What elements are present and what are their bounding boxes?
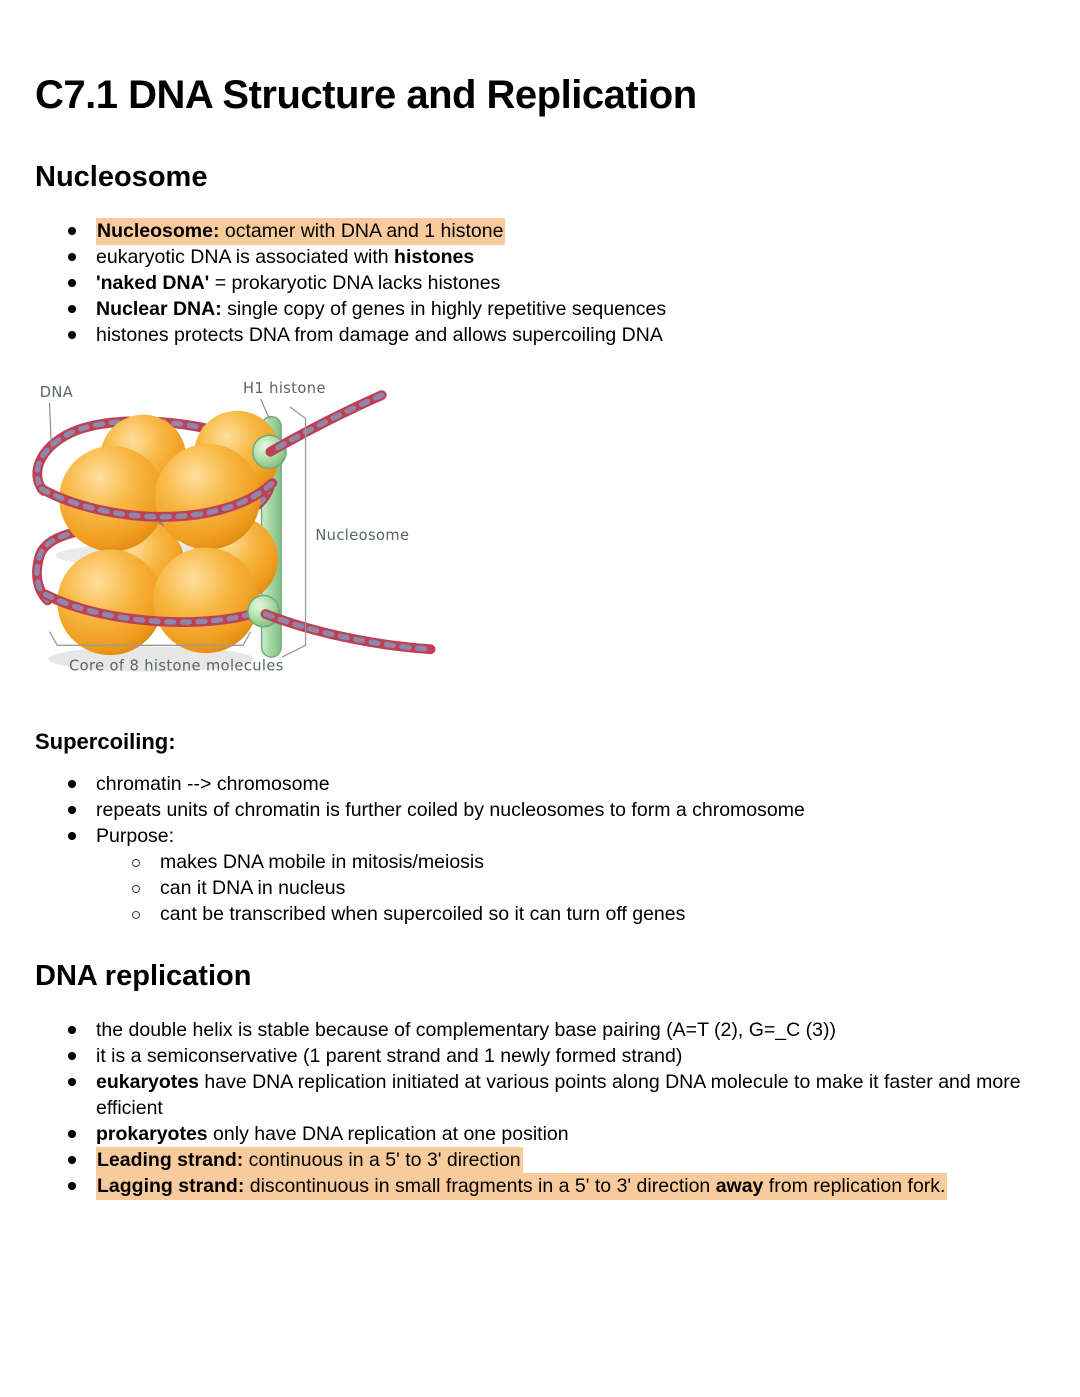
sub-list-item: makes DNA mobile in mitosis/meiosis — [132, 849, 1040, 875]
bullet-text: cant be transcribed when supercoiled so … — [160, 903, 686, 925]
list-item: it is a semiconservative (1 parent stran… — [68, 1043, 1040, 1069]
nucleosome-bullet-list: Nucleosome: octamer with DNA and 1 histo… — [35, 218, 1040, 348]
histone-sphere — [153, 547, 259, 654]
dna-leader-line — [48, 402, 53, 450]
dna-replication-bullet-list: the double helix is stable because of co… — [35, 1017, 1040, 1200]
bullet-text-bold: Nuclear DNA: — [96, 298, 222, 320]
bullet-text: have DNA replication initiated at variou… — [96, 1071, 1021, 1119]
list-item: Nuclear DNA: single copy of genes in hig… — [68, 296, 1040, 322]
diagram-label-h1-histone: H1 histone — [243, 380, 326, 397]
highlighted-text: Leading strand: continuous in a 5' to 3'… — [96, 1147, 523, 1174]
bullet-text: repeats units of chromatin is further co… — [96, 799, 805, 821]
list-item: histones protects DNA from damage and al… — [68, 322, 1040, 348]
highlighted-text: Lagging strand: discontinuous in small f… — [96, 1173, 948, 1200]
heading-dna-replication: DNA replication — [35, 960, 252, 992]
document-page: C7.1 DNA Structure and Replication Nucle… — [28, 73, 1040, 1200]
purpose-sublist: makes DNA mobile in mitosis/meiosis can … — [96, 849, 1040, 927]
bullet-text-bold: away — [715, 1175, 764, 1197]
bullet-text: only have DNA replication at one positio… — [207, 1123, 569, 1145]
list-item: Lagging strand: discontinuous in small f… — [68, 1173, 1040, 1200]
bullet-text: from replication fork. — [763, 1175, 946, 1197]
heading-nucleosome: Nucleosome — [35, 161, 208, 193]
bullet-text-bold: Lagging strand: — [97, 1175, 245, 1197]
bullet-text: the double helix is stable because of co… — [96, 1019, 836, 1041]
bullet-text: makes DNA mobile in mitosis/meiosis — [160, 851, 485, 873]
heading-supercoiling: Supercoiling: — [35, 729, 176, 754]
bullet-text-bold: prokaryotes — [96, 1123, 208, 1145]
list-item: prokaryotes only have DNA replication at… — [68, 1121, 1040, 1147]
histone-sphere — [57, 549, 163, 656]
supercoiling-bullet-list: chromatin --> chromosome repeats units o… — [35, 771, 1040, 927]
bullet-text: discontinuous in small fragments in a 5'… — [244, 1175, 716, 1197]
bullet-text: Purpose: — [96, 825, 175, 847]
bullet-text: single copy of genes in highly repetitiv… — [221, 298, 667, 320]
list-item: chromatin --> chromosome — [68, 771, 1040, 797]
nucleosome-diagram: DNA H1 histone Nucleosome Core of 8 hist… — [32, 380, 436, 675]
bullet-text: chromatin --> chromosome — [96, 773, 330, 795]
list-item: Purpose: makes DNA mobile in mitosis/mei… — [68, 823, 1040, 927]
bullet-text: = prokaryotic DNA lacks histones — [209, 272, 501, 294]
list-item: the double helix is stable because of co… — [68, 1017, 1040, 1043]
bullet-text-bold: 'naked DNA' — [96, 272, 210, 294]
list-item: repeats units of chromatin is further co… — [68, 797, 1040, 823]
h1-leader-line — [260, 398, 270, 419]
list-item: eukaryotic DNA is associated with histon… — [68, 244, 1040, 270]
bullet-text: octamer with DNA and 1 histone — [219, 220, 504, 242]
dna-strand-front — [36, 478, 278, 627]
bullet-text-bold: Nucleosome: — [97, 220, 220, 242]
list-item: Nucleosome: octamer with DNA and 1 histo… — [68, 218, 1040, 245]
list-item: 'naked DNA' = prokaryotic DNA lacks hist… — [68, 270, 1040, 296]
nucleosome-bracket — [281, 406, 307, 658]
dna-strand-entry-exit — [260, 390, 436, 655]
histone-sphere — [155, 444, 261, 550]
list-item: eukaryotes have DNA replication initiate… — [68, 1069, 1040, 1121]
core-bracket — [48, 631, 252, 646]
bullet-text-bold: eukaryotes — [96, 1071, 199, 1093]
diagram-label-dna: DNA — [40, 384, 73, 401]
diagram-label-nucleosome: Nucleosome — [315, 527, 409, 544]
highlighted-text: Nucleosome: octamer with DNA and 1 histo… — [96, 218, 506, 245]
bullet-text: eukaryotic DNA is associated with — [96, 246, 395, 268]
bullet-text: histones protects DNA from damage and al… — [96, 324, 663, 346]
list-item: Leading strand: continuous in a 5' to 3'… — [68, 1147, 1040, 1174]
page-title: C7.1 DNA Structure and Replication — [35, 73, 697, 117]
histone-spheres — [57, 410, 281, 656]
bullet-text-bold: Leading strand: — [97, 1149, 244, 1171]
bullet-text: continuous in a 5' to 3' direction — [243, 1149, 521, 1171]
diagram-label-core: Core of 8 histone molecules — [69, 658, 284, 675]
sub-list-item: cant be transcribed when supercoiled so … — [132, 901, 1040, 927]
bullet-text: can it DNA in nucleus — [160, 877, 346, 899]
nucleosome-figure: DNA H1 histone Nucleosome Core of 8 hist… — [28, 370, 1040, 695]
histone-sphere — [59, 445, 165, 552]
bullet-text-bold: histones — [394, 246, 475, 268]
bullet-text: it is a semiconservative (1 parent stran… — [96, 1045, 683, 1067]
sub-list-item: can it DNA in nucleus — [132, 875, 1040, 901]
